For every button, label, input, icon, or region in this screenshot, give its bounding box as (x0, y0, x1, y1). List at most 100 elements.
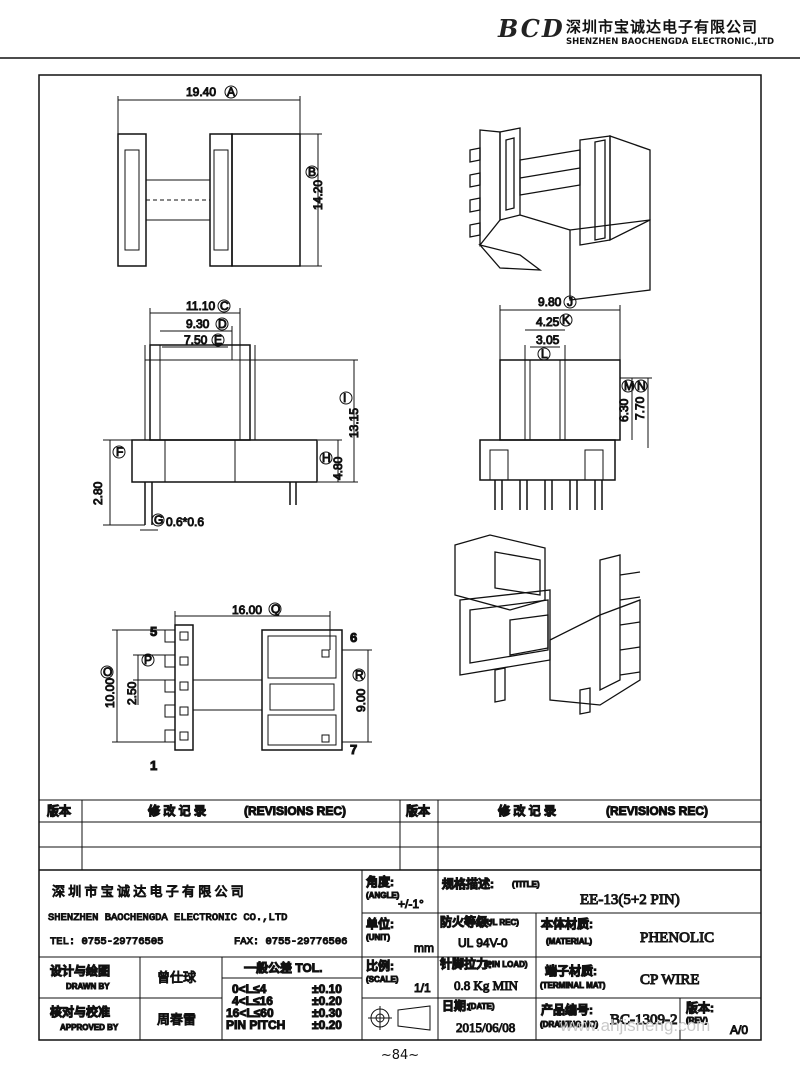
isometric-view-bottom (454, 534, 641, 715)
tb-unit-label: 单位: (366, 916, 394, 931)
tb-tol-value-3: ±0.20 (312, 1018, 342, 1032)
tb-unit-value: mm (414, 941, 434, 955)
tb-drawn-label: 设计与绘图 (50, 963, 110, 978)
tb-tol-value-0: ±0.10 (312, 982, 342, 996)
tb-pinload-value: 0.8 Kg MIN (454, 978, 519, 993)
tb-rev-label-en: (REV) (686, 1016, 708, 1025)
tb-title-value: EE-13(5+2 PIN) (580, 892, 680, 908)
pin-label-6: 6 (350, 630, 357, 645)
tb-fax: FAX: 0755-29776506 (234, 936, 347, 948)
tb-pinload-label-en: (PIN LOAD) (484, 960, 528, 969)
dim-k-marker: K (562, 313, 570, 327)
tb-scale-label-en: (SCALE) (366, 975, 399, 984)
sheet-frame (38, 74, 762, 1041)
dim-k-value: 4.25 (536, 315, 560, 329)
dim-d-marker: D (218, 317, 227, 331)
isometric-view-top (469, 127, 651, 301)
tb-terminal-label: 端子材质: (545, 963, 597, 978)
dim-q-marker: Q (271, 602, 280, 616)
dim-n-marker: N (637, 379, 646, 393)
tb-rev-label: 版本: (686, 1000, 714, 1015)
rev-col-record-right-en: (REVISIONS REC) (606, 804, 708, 818)
tb-date-label: 日期: (442, 998, 470, 1013)
rev-col-record-left-en: (REVISIONS REC) (244, 804, 346, 818)
dim-r-value: 9.00 (354, 688, 368, 712)
tb-material-label-en: (MATERIAL) (546, 937, 592, 946)
page-number: ~84~ (380, 1048, 420, 1063)
projection-symbol-icon (368, 1005, 431, 1031)
dim-e-marker: E (214, 333, 222, 347)
dim-o-value: 10.00 (103, 678, 117, 708)
tb-ulrec-label-en: (UL REC) (484, 918, 519, 927)
pin-label-7: 7 (350, 742, 357, 757)
header-company-name-en: SHENZHEN BAOCHENGDA ELECTRONIC.,LTD (566, 37, 775, 47)
tb-pinload-label: 针脚拉力: (440, 956, 492, 971)
dim-d-value: 9.30 (186, 317, 210, 331)
dim-a-marker: A (227, 85, 235, 99)
tb-date-value: 2015/06/08 (456, 1020, 515, 1035)
rev-col-version-left: 版本 (47, 803, 71, 818)
front-view (103, 308, 358, 531)
tb-approved-label-en: APPROVED BY (60, 1023, 119, 1032)
tb-ulrec-label: 防火等级: (440, 914, 492, 929)
dim-j-value: 9.80 (538, 295, 562, 309)
dim-i-marker: I (343, 391, 346, 405)
tb-tol-range-1: 4<L≤16 (232, 994, 273, 1008)
tb-tol-title: 一般公差 TOL. (244, 960, 322, 975)
tb-drawing-label: 产品编号: (541, 1002, 593, 1017)
tb-company-cn: 深 圳 市 宝 诚 达 电 子 有 限 公 司 (52, 884, 244, 899)
tb-terminal-value: CP WIRE (640, 972, 700, 988)
dim-a-value: 19.40 (186, 85, 216, 99)
pin-label-5: 5 (150, 624, 157, 639)
dim-2-80-value: 2.80 (91, 481, 105, 505)
tb-rev-value: A/0 (730, 1023, 748, 1037)
dim-o-marker: O (103, 665, 112, 679)
dim-q-value: 16.00 (232, 603, 262, 617)
dim-h-value: 4.80 (331, 456, 345, 480)
rev-col-record-left: 修 改 记 录 (147, 803, 206, 818)
tb-tel: TEL: 0755-29776505 (50, 936, 163, 948)
dim-r-marker: R (355, 668, 364, 682)
tb-title-label-en: (TITLE) (512, 880, 540, 889)
bottom-view (112, 611, 372, 751)
tb-title-label: 规格描述: (442, 876, 494, 891)
tb-unit-label-en: (UNIT) (366, 933, 390, 942)
dim-c-value: 11.10 (186, 299, 215, 313)
dim-f-marker: F (116, 445, 123, 459)
tb-material-value: PHENOLIC (640, 930, 714, 946)
dim-b-value: 14.20 (311, 180, 325, 210)
tb-tol-range-2: 16<L≤60 (226, 1006, 274, 1020)
tb-scale-value: 1/1 (414, 981, 431, 995)
dim-n-value: 7.70 (633, 396, 647, 420)
tb-tol-value-2: ±0.30 (312, 1006, 342, 1020)
dim-h-marker: H (322, 451, 331, 465)
tb-drawing-value: BC-1309-2 (610, 1012, 678, 1028)
dim-e-value: 7.50 (184, 333, 208, 347)
tb-scale-label: 比例: (366, 958, 394, 973)
tb-date-label-en: (DATE) (468, 1002, 495, 1011)
dim-g-value: 0.6*0.6 (166, 515, 204, 529)
tb-terminal-label-en: (TERMINAL MAT) (540, 981, 606, 990)
tb-tol-range-3: PIN PITCH (226, 1018, 285, 1032)
watermark: www.ahjisheng.com (560, 1016, 711, 1035)
rev-col-record-right: 修 改 记 录 (497, 803, 556, 818)
title-block-grid (39, 870, 761, 1040)
dim-p-value: 2.50 (125, 681, 139, 705)
dim-l-value: 3.05 (536, 333, 560, 347)
dim-l-marker: L (541, 347, 548, 361)
dim-j-marker: J (567, 295, 573, 309)
dim-m-marker: M (624, 379, 634, 393)
dim-i-value: 13.15 (347, 408, 361, 438)
header-company-name-cn: 深圳市宝诚达电子有限公司 (566, 18, 759, 36)
tb-material-label: 本体材质: (541, 916, 593, 931)
tb-angle-label: 角度: (366, 874, 394, 889)
dim-c-marker: C (220, 299, 229, 313)
tb-approved-value: 周春雷 (157, 1012, 196, 1027)
rev-col-version-right: 版本 (406, 803, 430, 818)
dim-b-marker: B (308, 165, 316, 179)
tb-tol-range-0: 0<L≤4 (232, 982, 267, 996)
tb-ulrec-value: UL 94V-0 (458, 936, 508, 950)
dim-g-marker: G (154, 513, 163, 527)
tb-angle-value: +/-1° (398, 897, 424, 911)
